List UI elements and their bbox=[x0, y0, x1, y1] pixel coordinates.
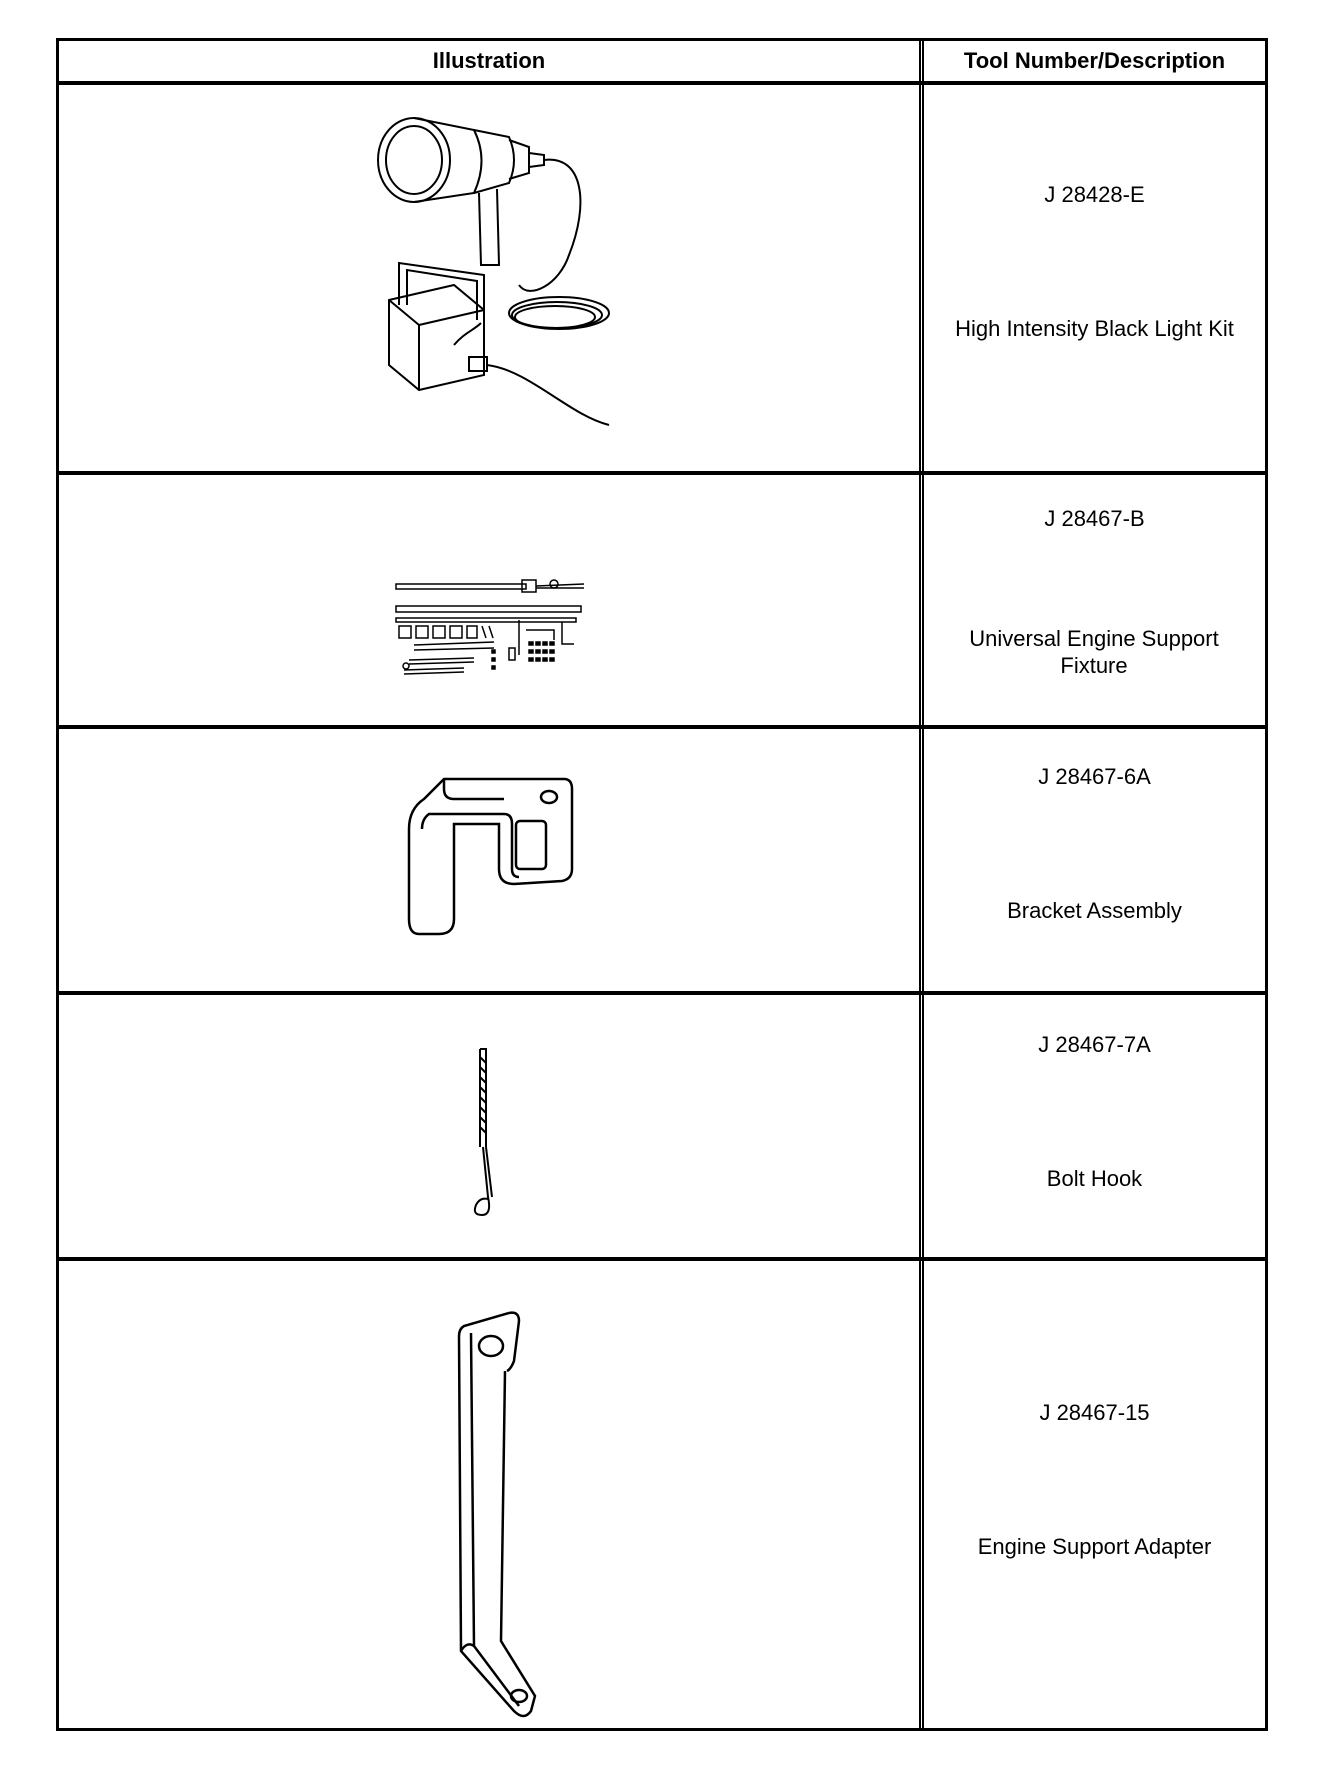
tool-number: J 28467-15 bbox=[1039, 1400, 1150, 1425]
tool-description: Bolt Hook bbox=[1046, 1166, 1143, 1191]
header-tool-description: Tool Number/Description bbox=[963, 48, 1226, 73]
table-row: J 28467-7A Bolt Hook bbox=[59, 995, 1265, 1257]
illustration-cell bbox=[59, 729, 919, 991]
row-divider bbox=[59, 991, 1265, 995]
tool-number: J 28467-7A bbox=[1038, 1032, 1151, 1057]
black-light-kit-icon bbox=[369, 115, 629, 445]
bracket-assembly-icon bbox=[404, 769, 584, 944]
row-divider bbox=[59, 725, 1265, 729]
table-row: J 28467-15 Engine Support Adapter bbox=[59, 1261, 1265, 1728]
tool-description: Universal Engine Support Fixture bbox=[969, 626, 1219, 678]
column-divider bbox=[919, 41, 924, 1728]
description-cell: J 28467-B Universal Engine Support Fixtu… bbox=[924, 475, 1265, 725]
description-cell: J 28467-6A Bracket Assembly bbox=[924, 729, 1265, 991]
illustration-cell bbox=[59, 475, 919, 725]
description-cell: J 28467-7A Bolt Hook bbox=[924, 995, 1265, 1257]
row-divider bbox=[59, 81, 1265, 85]
tool-description: Engine Support Adapter bbox=[977, 1534, 1212, 1559]
description-cell: J 28467-15 Engine Support Adapter bbox=[924, 1261, 1265, 1728]
table-row: J 28467-B Universal Engine Support Fixtu… bbox=[59, 475, 1265, 725]
description-cell: J 28428-E High Intensity Black Light Kit bbox=[924, 85, 1265, 473]
tool-description: High Intensity Black Light Kit bbox=[955, 316, 1234, 341]
table-row: J 28428-E High Intensity Black Light Kit bbox=[59, 85, 1265, 473]
engine-support-adapter-icon bbox=[439, 1311, 549, 1721]
bolt-hook-icon bbox=[464, 1047, 524, 1222]
tool-table: Illustration Tool Number/Description bbox=[56, 38, 1268, 1731]
tool-number: J 28428-E bbox=[1044, 182, 1145, 207]
tool-number: J 28467-6A bbox=[1038, 764, 1151, 789]
tool-description: Bracket Assembly bbox=[1007, 898, 1182, 923]
illustration-cell bbox=[59, 995, 919, 1257]
illustration-cell bbox=[59, 85, 919, 473]
header-illustration: Illustration bbox=[432, 48, 546, 73]
row-divider bbox=[59, 471, 1265, 475]
illustration-cell bbox=[59, 1261, 919, 1728]
tool-number: J 28467-B bbox=[1044, 506, 1145, 531]
row-divider bbox=[59, 1257, 1265, 1261]
engine-support-fixture-icon bbox=[394, 570, 584, 680]
table-row: J 28467-6A Bracket Assembly bbox=[59, 729, 1265, 991]
